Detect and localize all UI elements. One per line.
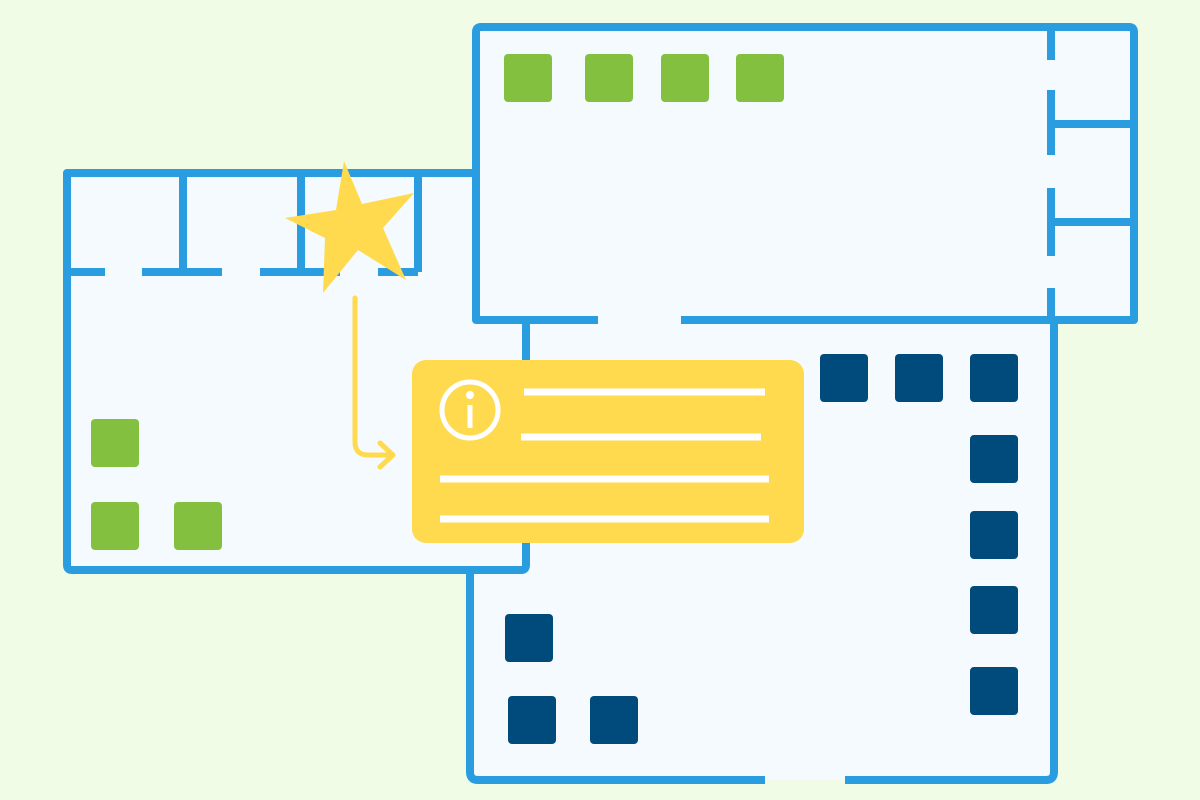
desk-occupied[interactable] (505, 614, 553, 662)
desk-free[interactable] (91, 502, 139, 550)
desk-free[interactable] (174, 502, 222, 550)
info-card[interactable] (412, 360, 804, 543)
desk-free[interactable] (736, 54, 784, 102)
desk-free[interactable] (661, 54, 709, 102)
desk-occupied[interactable] (508, 696, 556, 744)
connector-line (352, 295, 395, 458)
desk-occupied[interactable] (970, 435, 1018, 483)
connector-arrowhead (377, 440, 396, 470)
arrow-icon (352, 295, 396, 470)
info-icon-dot (466, 391, 474, 399)
room-left-outline (63, 169, 530, 574)
info-card-body (412, 360, 804, 543)
desk-occupied[interactable] (970, 354, 1018, 402)
desk-free[interactable] (504, 54, 552, 102)
desk-occupied[interactable] (590, 696, 638, 744)
info-icon-ring (439, 379, 501, 441)
room-left[interactable] (63, 169, 530, 574)
desk-occupied[interactable] (895, 354, 943, 402)
desk-occupied[interactable] (970, 667, 1018, 715)
desk-free[interactable] (91, 419, 139, 467)
room-top-right-floor (476, 27, 1134, 322)
free-desks (91, 54, 784, 550)
desk-free[interactable] (585, 54, 633, 102)
room-top-right-outline (472, 23, 1138, 324)
room-top-right[interactable] (472, 23, 1138, 324)
info-icon[interactable] (439, 379, 501, 441)
star-icon[interactable] (285, 161, 414, 293)
occupied-desks (505, 354, 1018, 744)
room-top-right-small-rooms (1051, 120, 1134, 226)
room-bottom-right-outline (466, 320, 1058, 784)
desk-occupied[interactable] (970, 511, 1018, 559)
desk-occupied[interactable] (970, 586, 1018, 634)
desk-occupied[interactable] (820, 354, 868, 402)
